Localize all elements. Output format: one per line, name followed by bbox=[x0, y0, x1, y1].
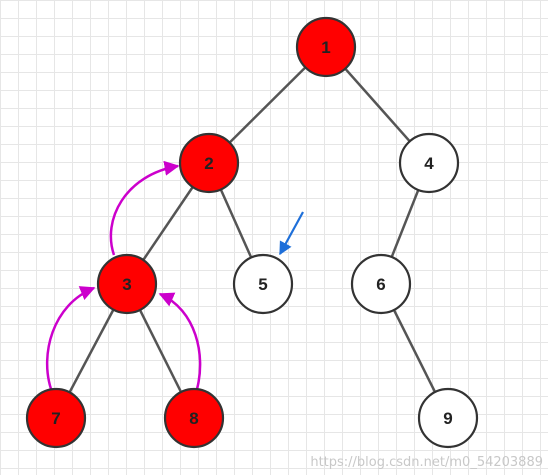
tree-node-3: 3 bbox=[96, 253, 158, 315]
tree-node-4: 4 bbox=[398, 132, 460, 194]
node-circle bbox=[398, 132, 460, 194]
edge-3-8 bbox=[138, 309, 183, 393]
edge-1-2 bbox=[228, 66, 307, 144]
tree-node-7: 7 bbox=[25, 387, 87, 449]
edge-4-6 bbox=[390, 189, 420, 258]
node-label: 6 bbox=[376, 275, 385, 294]
backtrack-arrow-8-3 bbox=[158, 292, 202, 390]
tree-edges bbox=[68, 66, 437, 393]
tree-nodes: 1 2 3 4 5 6 7 8 9 bbox=[25, 16, 479, 449]
tree-node-5: 5 bbox=[232, 253, 294, 315]
edge-2-3 bbox=[142, 186, 194, 261]
node-circle bbox=[96, 253, 158, 315]
tree-node-8: 8 bbox=[163, 387, 225, 449]
node-label: 2 bbox=[204, 154, 213, 173]
node-circle bbox=[295, 16, 357, 78]
node-label: 8 bbox=[189, 409, 198, 428]
node-circle bbox=[163, 387, 225, 449]
tree-node-9: 9 bbox=[417, 387, 479, 449]
backtrack-arrow-7-3 bbox=[45, 286, 96, 390]
edge-2-5 bbox=[219, 188, 253, 259]
node-circle bbox=[350, 253, 412, 315]
node-circle bbox=[417, 387, 479, 449]
edge-3-7 bbox=[68, 309, 115, 393]
watermark-text: https://blog.csdn.net/m0_54203889 bbox=[310, 455, 543, 470]
pointer-arrow bbox=[279, 211, 304, 256]
node-label: 5 bbox=[258, 275, 267, 294]
edge-6-9 bbox=[392, 309, 437, 393]
backtrack-arrow-3-2 bbox=[109, 160, 180, 256]
node-label: 1 bbox=[321, 38, 330, 57]
edge-1-4 bbox=[344, 67, 411, 143]
node-label: 7 bbox=[51, 409, 60, 428]
backtrack-arrows bbox=[45, 160, 304, 390]
node-circle bbox=[178, 132, 240, 194]
node-label: 3 bbox=[122, 275, 131, 294]
node-label: 4 bbox=[424, 154, 434, 173]
tree-node-6: 6 bbox=[350, 253, 412, 315]
tree-node-1: 1 bbox=[295, 16, 357, 78]
tree-node-2: 2 bbox=[178, 132, 240, 194]
node-label: 9 bbox=[443, 409, 452, 428]
node-circle bbox=[232, 253, 294, 315]
node-circle bbox=[25, 387, 87, 449]
